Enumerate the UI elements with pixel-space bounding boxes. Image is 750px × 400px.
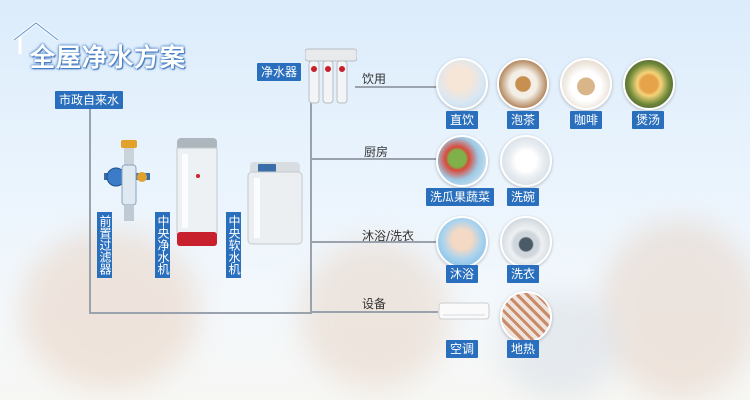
background-haze — [600, 220, 750, 400]
item-soup: 煲汤 — [632, 111, 665, 129]
item-floor-heating: 地热 — [507, 340, 540, 358]
item-air-conditioner: 空调 — [446, 340, 479, 358]
central-purifier-label: 中央净水机 — [155, 212, 170, 278]
central-softener-icon — [247, 162, 303, 245]
municipal-water-label: 市政自来水 — [55, 91, 124, 109]
category-kitchen: 厨房 — [364, 145, 389, 159]
air-conditioner-icon — [438, 302, 490, 320]
branch-line — [355, 86, 453, 88]
wash-vegetables-image — [436, 135, 488, 187]
page-title: 全屋净水方案 — [30, 43, 187, 72]
branch-line — [310, 241, 438, 243]
main-pipe — [89, 108, 91, 313]
floor-heating-image — [500, 291, 552, 343]
house-icon — [13, 21, 59, 54]
ro-purifier-icon — [305, 48, 357, 104]
laundry-image — [500, 216, 552, 268]
item-wash-vegetables: 洗瓜果蔬菜 — [426, 188, 495, 206]
item-coffee: 咖啡 — [570, 111, 603, 129]
purifier-label: 净水器 — [257, 63, 302, 81]
tea-image — [497, 58, 549, 110]
branch-line — [310, 158, 438, 160]
item-bath: 沐浴 — [446, 265, 479, 283]
pre-filter-label: 前置过滤器 — [97, 212, 112, 278]
central-softener-label: 中央软水机 — [226, 212, 241, 278]
branch-line — [310, 311, 438, 313]
bath-image — [436, 216, 488, 268]
soup-image — [623, 58, 675, 110]
category-equipment: 设备 — [362, 297, 387, 311]
background-haze — [300, 240, 450, 390]
item-direct-drink: 直饮 — [446, 111, 479, 129]
main-pipe — [89, 312, 311, 314]
central-purifier-icon — [176, 138, 218, 246]
item-wash-dishes: 洗碗 — [507, 188, 540, 206]
wash-dishes-image — [500, 135, 552, 187]
main-pipe — [310, 74, 312, 314]
coffee-image — [560, 58, 612, 110]
category-drinking: 饮用 — [362, 72, 387, 86]
pre-filter-icon — [104, 140, 150, 221]
category-bath-laundry: 沐浴/洗衣 — [362, 229, 415, 243]
item-tea: 泡茶 — [507, 111, 540, 129]
direct-drink-image — [436, 58, 488, 110]
item-laundry: 洗衣 — [507, 265, 540, 283]
